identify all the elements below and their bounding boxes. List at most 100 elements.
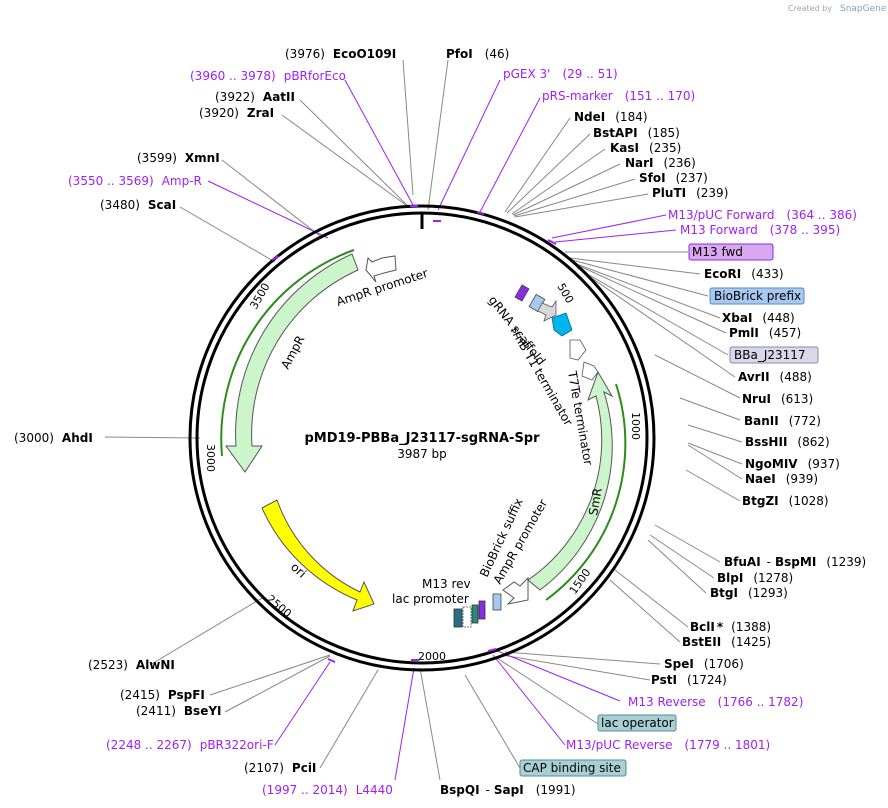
leader-pmli bbox=[574, 263, 727, 334]
leader-pgex bbox=[437, 79, 501, 211]
leader-nari bbox=[512, 163, 621, 216]
leader-naei bbox=[687, 444, 743, 480]
box-lac-operator bbox=[597, 714, 677, 732]
site-xmni: (3599)XmnI bbox=[137, 151, 220, 165]
site-xbai: XbaI(448) bbox=[722, 311, 795, 325]
leader-m13-fwd bbox=[554, 229, 677, 243]
rrnb-terminator-arrow bbox=[569, 339, 587, 361]
box-biobrick-prefix bbox=[709, 287, 805, 305]
leader-zrai bbox=[281, 114, 411, 209]
plasmid-name: pMD19-PBBa_J23117-sgRNA-Spr bbox=[304, 431, 540, 446]
site-pmli: PmlI(457) bbox=[729, 326, 801, 340]
leader-btgzi bbox=[685, 469, 741, 502]
leader-banii bbox=[679, 397, 741, 421]
site-lac-operator: lac operator bbox=[601, 716, 674, 730]
leader-ngomiv bbox=[687, 442, 743, 465]
leader-m13puc-fwd bbox=[551, 214, 667, 239]
site-pbrforeco: (3960 .. 3978)pBRforEco bbox=[190, 69, 346, 83]
leader-aatii bbox=[299, 99, 411, 209]
leader-bstapi bbox=[506, 133, 591, 214]
leader-biobrick-prefix bbox=[571, 259, 709, 297]
site-naei: NaeI(939) bbox=[745, 472, 818, 486]
leader-bcli bbox=[614, 569, 689, 628]
leader-bseyi bbox=[224, 655, 331, 713]
ampr-promoter-bottom-arrow bbox=[502, 576, 529, 605]
leader-pspfi bbox=[209, 654, 331, 696]
site-pluti: PluTI(239) bbox=[652, 186, 728, 200]
site-pspfi: (2415)PspFI bbox=[120, 688, 205, 702]
site-l4440: (1997 .. 2014)L4440 bbox=[262, 783, 393, 797]
primer-mark-m13fwd bbox=[547, 239, 557, 245]
leader-cap bbox=[464, 674, 521, 769]
leader-bba bbox=[576, 267, 729, 356]
box-bba-j23117 bbox=[729, 346, 819, 364]
tick-3500: 3500 bbox=[247, 281, 272, 312]
leader-ecoo109i bbox=[402, 59, 414, 196]
primer-marks bbox=[271, 205, 557, 663]
leader-ndei bbox=[504, 117, 571, 213]
label-m13rev: M13 rev bbox=[422, 577, 471, 591]
bba-j23117-block bbox=[514, 284, 530, 302]
plasmid-length: 3987 bp bbox=[397, 447, 447, 461]
primer-mark-prs bbox=[476, 211, 485, 215]
ampr-gene-strand bbox=[220, 249, 355, 457]
smr-gene-arrow bbox=[527, 370, 614, 591]
watermark-brand: SnapGene bbox=[840, 4, 887, 14]
leader-scai bbox=[179, 206, 276, 263]
ampr-promoter-top-arrow bbox=[365, 255, 397, 283]
leader-nrui bbox=[654, 354, 741, 399]
leader-pbrforeco bbox=[344, 79, 414, 206]
site-kasi: KasI(235) bbox=[610, 141, 681, 155]
site-bba-j23117: BBa_J23117 bbox=[734, 348, 806, 362]
leader-blpi bbox=[649, 534, 715, 579]
label-ampr: AmpR bbox=[278, 333, 307, 371]
site-pgex: pGEX 3'(29 .. 51) bbox=[503, 67, 618, 81]
leader-avrii bbox=[579, 269, 736, 378]
site-ecori: EcoRI(433) bbox=[704, 267, 784, 281]
site-bfuai-bspmi: BfuAI-BspMI(1239) bbox=[724, 555, 866, 569]
leader-l4440 bbox=[394, 667, 415, 781]
leader-xbai bbox=[573, 262, 721, 319]
site-blpi: BlpI(1278) bbox=[717, 571, 793, 585]
leader-ecori bbox=[569, 257, 701, 275]
tick-1500: 1500 bbox=[567, 566, 594, 596]
leader-ahdi bbox=[104, 436, 201, 439]
label-lac-promoter: lac promoter bbox=[392, 592, 469, 606]
site-pbr322ori-f: (2248 .. 2267)pBR322ori-F bbox=[106, 738, 274, 752]
leader-pfoi bbox=[427, 59, 449, 211]
watermark-prefix: Created by bbox=[788, 4, 832, 13]
leader-bspqi bbox=[419, 667, 441, 781]
leader-bfuai bbox=[654, 524, 721, 563]
tick-2500: 2500 bbox=[264, 592, 294, 620]
box-m13-fwd bbox=[688, 243, 774, 261]
site-m13puc-reverse: M13/pUC Reverse(1779 .. 1801) bbox=[566, 738, 770, 752]
backbone-outer bbox=[188, 204, 656, 672]
backbone-inner bbox=[195, 211, 649, 665]
leader-sfoi bbox=[513, 178, 636, 217]
site-bstapi: BstAPI(185) bbox=[593, 126, 680, 140]
site-ndei: NdeI(184) bbox=[574, 110, 648, 124]
leader-ampr-primer bbox=[207, 180, 329, 239]
leader-kasi bbox=[511, 148, 606, 215]
ori-arrow bbox=[261, 499, 375, 612]
site-biobrick-prefix: BioBrick prefix bbox=[714, 289, 801, 303]
leader-prs bbox=[479, 97, 541, 213]
site-m13puc-forward: M13/pUC Forward(364 .. 386) bbox=[668, 208, 857, 222]
site-nari: NarI(236) bbox=[625, 156, 696, 170]
site-btgi: BtgI(1293) bbox=[710, 586, 788, 600]
site-m13-forward: M13 Forward(378 .. 395) bbox=[680, 223, 840, 237]
site-ecoo109i: (3976)EcoO109I bbox=[285, 47, 396, 61]
leader-xmni bbox=[221, 159, 321, 237]
site-cap-binding: CAP binding site bbox=[523, 761, 621, 775]
leader-pbr322ori bbox=[274, 661, 331, 746]
site-avrii: AvrII(488) bbox=[738, 370, 812, 384]
leader-m13-reverse bbox=[494, 649, 621, 702]
site-ngomiv: NgoMIV(937) bbox=[745, 457, 840, 471]
leader-bsshii bbox=[687, 424, 743, 443]
site-pcii: (2107)PciI bbox=[244, 761, 316, 775]
leader-psti bbox=[501, 654, 651, 681]
site-psti: PstI(1724) bbox=[651, 673, 727, 687]
primer-mark-ampr bbox=[271, 255, 280, 261]
site-bseyi: (2411)BseYI bbox=[136, 704, 222, 718]
